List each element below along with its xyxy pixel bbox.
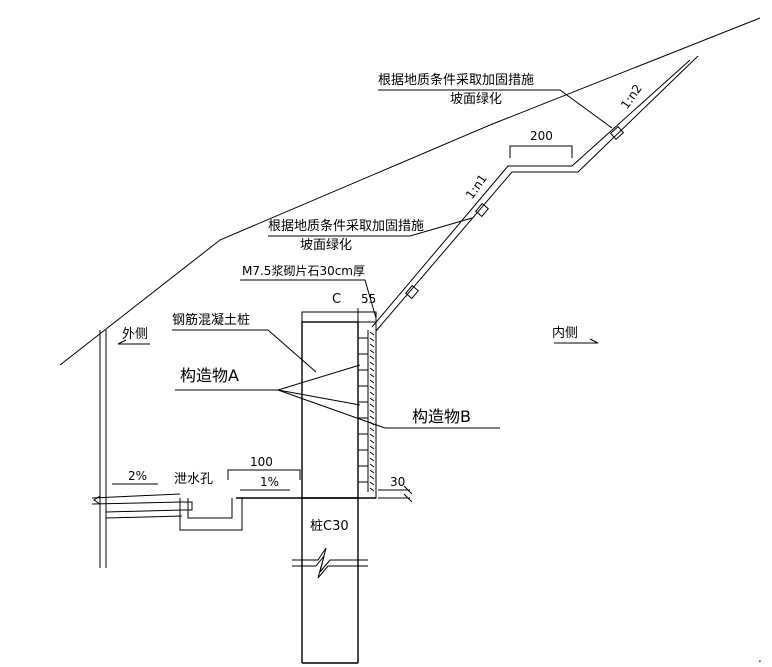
facing-hatch-mark	[369, 445, 375, 450]
facing-hatch-mark	[369, 481, 375, 486]
facing-hatch	[369, 331, 375, 492]
bench-width-label: 200	[530, 129, 553, 143]
structure-a-leader-2	[277, 389, 361, 406]
facing-hatch-mark	[369, 415, 375, 420]
structure-b-label: 构造物B	[412, 407, 471, 426]
outer-side-arrow	[117, 339, 150, 345]
pile-label: 钢筋混凝土桩	[172, 312, 250, 328]
drain-hole-label: 泄水孔	[174, 472, 213, 487]
facing-hatch-mark	[369, 397, 375, 402]
dimension-tick	[403, 493, 413, 503]
structure-a-label: 构造物A	[180, 366, 239, 385]
bench-dimension-line	[509, 145, 573, 158]
pavement-base	[105, 509, 183, 513]
inner-side-arrow	[554, 338, 599, 344]
facing-hatch-mark	[369, 349, 375, 354]
pile-body	[301, 321, 359, 499]
facing-hatch-mark	[369, 337, 375, 342]
upper-reinforce-label: 根据地质条件采取加固措施	[378, 72, 534, 88]
lower-reinforce-leader	[268, 217, 473, 237]
natural-ground-line	[59, 17, 761, 366]
grade-1pct-label: 1%	[260, 475, 279, 489]
facing-hatch-mark	[369, 469, 375, 474]
facing-hatch-mark	[369, 433, 375, 438]
facing-hatch-mark	[369, 379, 375, 384]
facing-hatch-mark	[369, 427, 375, 432]
dimension-tick	[403, 485, 413, 495]
face-width-label: 55	[361, 292, 376, 306]
masonry-label: M7.5浆砌片石30cm厚	[242, 263, 365, 278]
facing-hatch-mark	[369, 391, 375, 396]
facing-hatch-mark	[369, 403, 375, 408]
outer-side-label: 外侧	[122, 327, 148, 342]
side-ditch-outer	[179, 497, 302, 531]
upper-green-label: 坡面绿化	[450, 92, 502, 107]
slope-marker	[475, 202, 489, 218]
corner-mark: .	[758, 651, 762, 665]
facing-hatch-mark	[369, 451, 375, 456]
pile-leader	[172, 329, 317, 373]
inner-side-label: 内侧	[552, 325, 578, 341]
masonry-facing	[357, 321, 377, 499]
facing-hatch-mark	[369, 367, 375, 372]
pile-width-label: C	[332, 292, 341, 307]
face-width-dimension	[358, 311, 377, 322]
facing-hatch-mark	[369, 457, 375, 462]
facing-hatch-mark	[369, 475, 375, 480]
pile-break-line-1	[292, 547, 368, 573]
facing-hatch-mark	[369, 331, 375, 336]
structure-b-leader	[277, 389, 500, 429]
side-ditch-inner	[187, 498, 233, 519]
ditch-width-label: 100	[250, 455, 273, 469]
facing-hatch-mark	[369, 373, 375, 378]
facing-hatch-mark	[369, 361, 375, 366]
lower-reinforce-label: 根据地质条件采取加固措施	[268, 218, 424, 234]
facing-hatch-mark	[369, 463, 375, 468]
cut-slope-line-inner	[375, 55, 699, 332]
drain-hole-pipe	[179, 501, 193, 511]
upper-reinforce-leader	[378, 89, 613, 129]
facing-hatch-mark	[369, 355, 375, 360]
lower-green-label: 坡面绿化	[300, 238, 352, 253]
pavement-base-2	[105, 515, 183, 519]
grade-2pct-label: 2%	[128, 469, 147, 483]
cap-offset-label: 30	[390, 475, 405, 489]
masonry-leader	[240, 279, 377, 319]
slope-marker	[609, 125, 625, 141]
slope-marker	[405, 284, 419, 300]
cut-slope-line-outer	[371, 59, 691, 328]
facing-courses	[358, 337, 368, 483]
pavement-break	[93, 495, 101, 505]
pavement-bottom	[91, 501, 183, 505]
slope-ratio-n1: 1:n1	[463, 172, 490, 202]
facing-hatch-mark	[369, 385, 375, 390]
slope-ratio-n2: 1:n2	[618, 82, 645, 112]
facing-hatch-mark	[369, 343, 375, 348]
pile-width-dimension	[301, 311, 358, 322]
facing-hatch-mark	[369, 409, 375, 414]
structure-a-leader	[277, 364, 361, 391]
pavement-top	[91, 493, 181, 499]
ditch-width-dimension	[227, 469, 301, 480]
pile-break-line-2	[292, 555, 368, 579]
facing-hatch-mark	[369, 439, 375, 444]
pile-c30-label: 桩C30	[310, 519, 349, 534]
facing-hatch-mark	[369, 487, 375, 492]
